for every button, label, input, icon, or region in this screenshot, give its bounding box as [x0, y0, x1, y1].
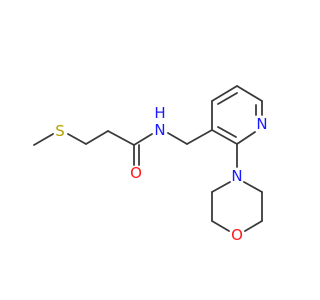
amide-nitrogen-atom: N — [154, 121, 165, 139]
bond-methyl-sulfur — [33, 133, 54, 146]
sulfur-atom: S — [55, 122, 65, 140]
amide-hydrogen-atom: H — [154, 104, 165, 122]
bond-ring-c4-c5 — [211, 85, 238, 102]
bonds — [33, 85, 263, 232]
morpholine-nitrogen-atom: N — [231, 167, 242, 185]
carbonyl-oxygen-atom: O — [130, 164, 142, 182]
bond-ch2-carbonyl — [107, 130, 135, 146]
bond-morph-o-c-left — [211, 220, 230, 232]
bond-ring-c5-c6 — [236, 85, 263, 102]
bond-morph-c-left-n — [211, 181, 231, 193]
pyridine-nitrogen-atom: N — [256, 115, 267, 133]
bond-morph-c-right-o — [244, 220, 263, 232]
structure-canvas: S N H O N N O — [33, 85, 268, 244]
bond-ring-c2-c3 — [211, 129, 238, 145]
bond-sulfur-ch2 — [67, 133, 87, 145]
bond-ring-n-c2 — [236, 131, 256, 145]
bond-ring-c4-c5-inner — [217, 92, 238, 105]
bond-ch2-pyridine — [186, 129, 213, 145]
bond-morph-n-c-right — [243, 181, 263, 193]
atom-labels: S N H O N N O — [55, 104, 267, 244]
bond-carbonyl-amide-n — [133, 133, 153, 146]
bond-amide-n-ch2 — [167, 132, 188, 145]
molecule-diagram: S N H O N N O — [33, 85, 268, 244]
bond-ring-c2-c3-inner — [217, 126, 237, 138]
bond-ch2-ch2 — [85, 130, 109, 145]
morpholine-oxygen-atom: O — [231, 226, 243, 244]
